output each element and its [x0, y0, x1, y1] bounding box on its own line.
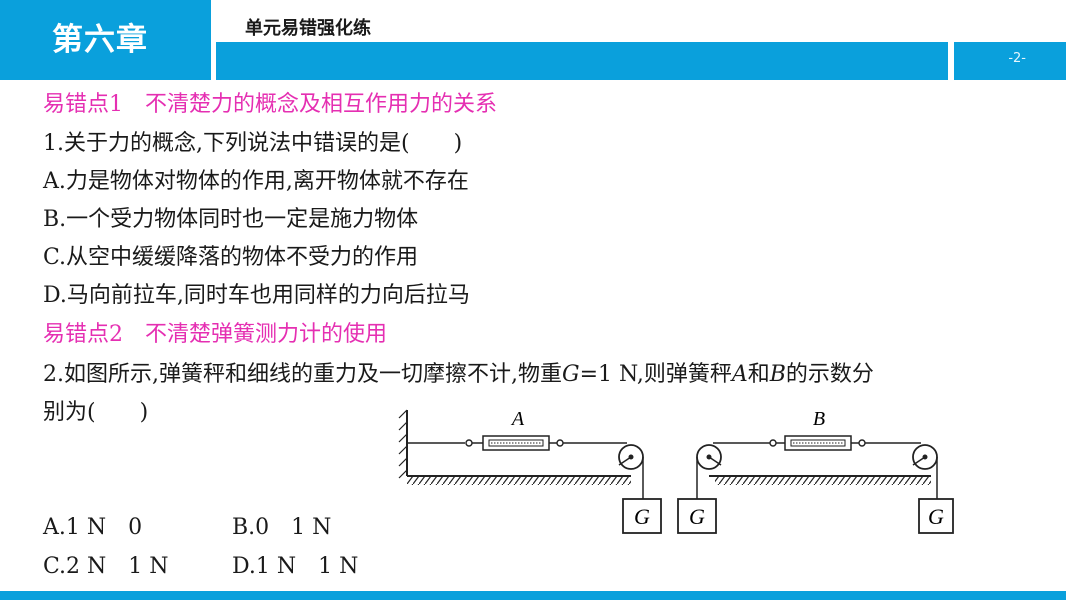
variable-g: G: [561, 362, 580, 387]
table-b: [709, 475, 931, 485]
question-2-stem-part: 2.如图所示,弹簧秤和细线的重力及一切摩擦不计,物重: [43, 362, 562, 387]
question-2-option-d: D.1 N 1 N: [232, 554, 359, 579]
pulley-b-left: [696, 444, 722, 470]
label-scale-a: A: [510, 408, 525, 430]
pulley-b-right: [912, 444, 938, 470]
error-point-1-text: 不清楚力的概念及相互作用力的关系: [145, 92, 498, 117]
wall: [398, 409, 408, 479]
question-1-option-c: C.从空中缓缓降落的物体不受力的作用: [43, 245, 419, 270]
setup-a: A G: [398, 408, 662, 534]
question-1-option-b: B.一个受力物体同时也一定是施力物体: [43, 207, 419, 232]
chapter-title: 第六章: [52, 22, 148, 58]
error-point-2-text: 不清楚弹簧测力计的使用: [145, 322, 388, 347]
setup-b: G B G: [677, 408, 954, 534]
table-a: [407, 475, 631, 485]
weight-b-right: G: [918, 498, 954, 534]
pulley-a: [618, 444, 644, 470]
error-point-1: 易错点1 不清楚力的概念及相互作用力的关系: [43, 90, 497, 120]
question-1-option-a: A.力是物体对物体的作用,离开物体就不存在: [43, 169, 469, 194]
question-2-stem: 2.如图所示,弹簧秤和细线的重力及一切摩擦不计,物重G=1 N,则弹簧秤A和B的…: [43, 360, 874, 390]
spring-scale-diagram: A G G: [398, 408, 954, 534]
question-1-stem: 1.关于力的概念,下列说法中错误的是( ): [43, 131, 463, 156]
question-2-option-b: B.0 1 N: [232, 515, 332, 540]
variable-b: B: [769, 362, 786, 387]
chapter-block: 第六章: [0, 0, 211, 80]
spring-scale-b: [769, 435, 866, 451]
label-scale-b: B: [813, 408, 825, 430]
weight-b-left-label: G: [689, 504, 705, 529]
weight-b-left: G: [677, 498, 717, 534]
error-point-2: 易错点2 不清楚弹簧测力计的使用: [43, 320, 387, 350]
question-2-stem-part: 和: [747, 362, 770, 387]
spring-scale-a: [465, 435, 564, 451]
weight-a-label: G: [634, 504, 650, 529]
variable-a: A: [731, 362, 748, 387]
weight-a: G: [622, 498, 662, 534]
question-2-stem-line-2: 别为( ): [43, 400, 149, 425]
weight-b-right-label: G: [928, 504, 944, 529]
error-point-1-label: 易错点1: [43, 92, 123, 117]
question-2-option-c: C.2 N 1 N: [43, 554, 169, 579]
bottom-bar: [0, 591, 1066, 600]
header-bar: [216, 42, 948, 80]
question-1-option-d: D.马向前拉车,同时车也用同样的力向后拉马: [43, 283, 470, 308]
question-2-stem-part: 的示数分: [785, 362, 874, 387]
section-title: 单元易错强化练: [245, 18, 371, 39]
question-2-option-a: A.1 N 0: [43, 515, 143, 540]
question-2-stem-part: =1 N,则弹簧秤: [579, 362, 732, 387]
page-badge: -2-: [954, 42, 1066, 80]
page-number: -2-: [1008, 51, 1026, 66]
error-point-2-label: 易错点2: [43, 322, 123, 347]
